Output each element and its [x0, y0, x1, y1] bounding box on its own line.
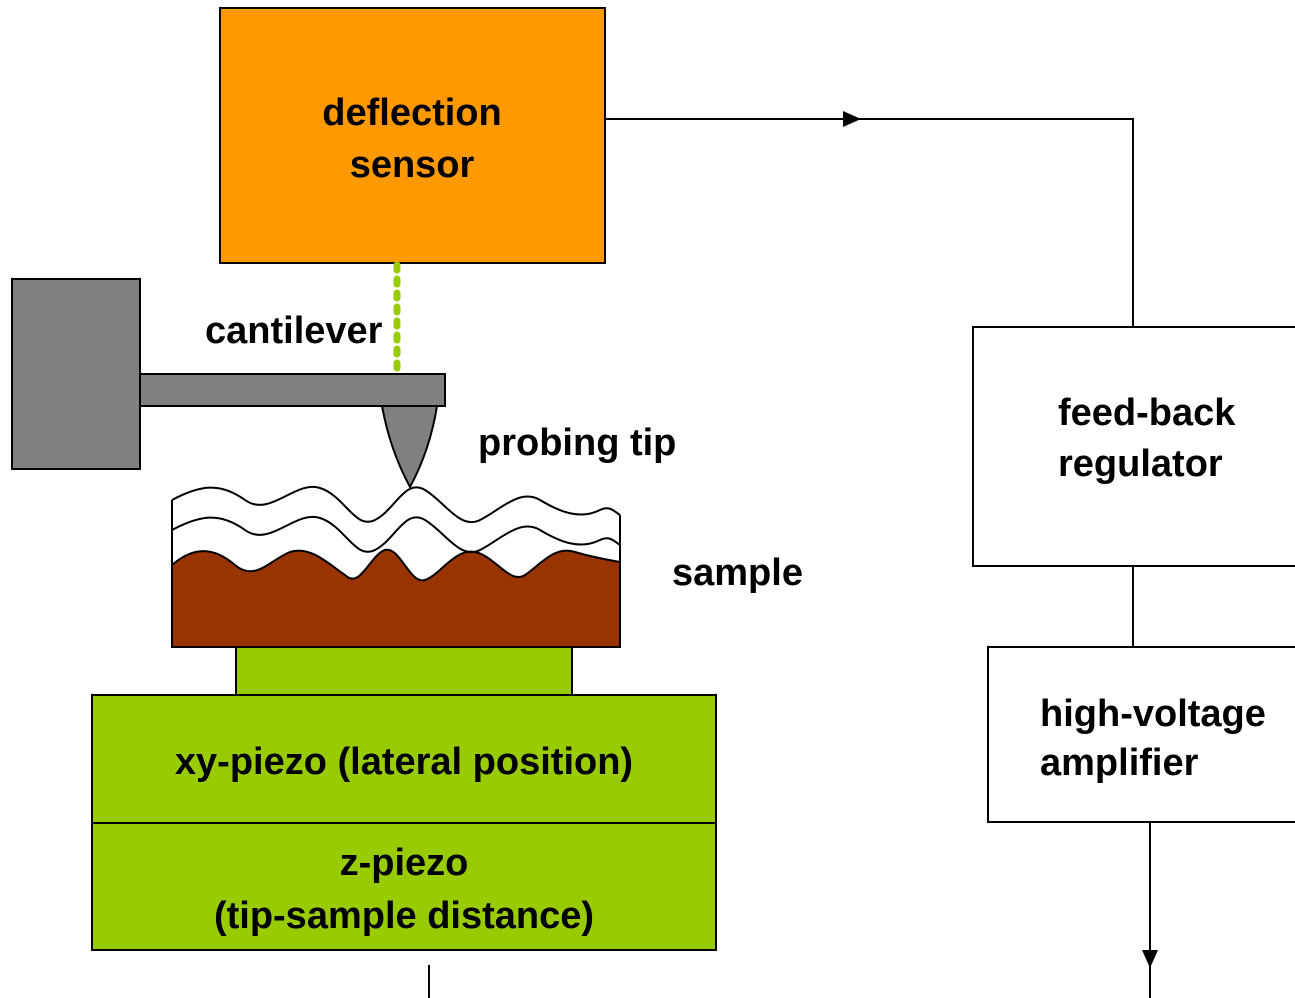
sensor-to-regulator-line: [605, 118, 1134, 327]
arrow-right-icon: [843, 111, 861, 127]
feedback-regulator-label-2: regulator: [1058, 443, 1223, 485]
sample-layer-middle: [171, 515, 621, 553]
sample-stage: [235, 646, 573, 696]
cantilever-label: cantilever: [205, 310, 383, 352]
sample-label: sample: [672, 552, 803, 594]
high-voltage-amplifier-label-2: amplifier: [1040, 742, 1199, 784]
sample-layer-top: [171, 485, 621, 523]
high-voltage-amplifier-box: [987, 646, 1295, 823]
xy-piezo-label: xy-piezo (lateral position): [175, 741, 633, 783]
deflection-sensor-label-2: sensor: [350, 144, 475, 186]
cantilever-holder: [11, 278, 141, 470]
cantilever-beam: [139, 373, 446, 407]
z-piezo-label-1: z-piezo: [340, 842, 469, 884]
xy-piezo-box: [91, 694, 717, 824]
z-piezo-box: [91, 822, 717, 951]
arrow-down-icon: [1142, 950, 1158, 968]
deflection-sensor-box: [219, 7, 606, 264]
feedback-regulator-box: [972, 326, 1295, 567]
probing-tip-label: probing tip: [478, 422, 676, 464]
probing-tip: [380, 405, 439, 490]
sample-body: [171, 548, 621, 648]
feedback-regulator-label-1: feed-back: [1058, 392, 1236, 434]
deflection-sensor-label-1: deflection: [322, 92, 501, 134]
high-voltage-amplifier-label-1: high-voltage: [1040, 693, 1266, 735]
z-piezo-label-2: (tip-sample distance): [214, 895, 594, 937]
